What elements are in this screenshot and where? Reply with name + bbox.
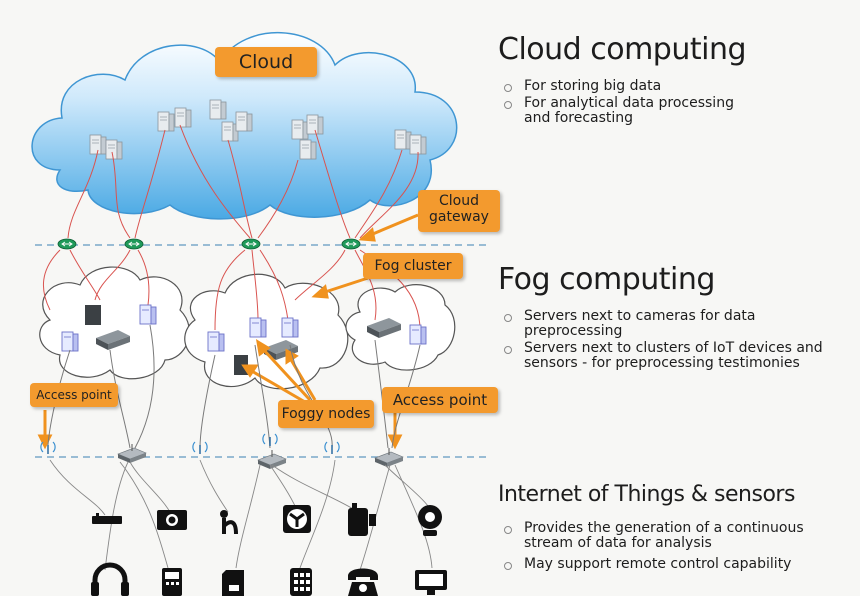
fog-computing-section: Fog computing Servers next to cameras fo… — [498, 262, 838, 373]
device-icon — [348, 503, 376, 536]
router-icon — [92, 513, 122, 524]
cloud-computing-list: For storing big data For analytical data… — [498, 79, 828, 126]
fan-icon — [283, 505, 311, 533]
headphones-icon — [91, 562, 129, 596]
camera-icon — [157, 510, 187, 530]
wifi-tower-icon — [40, 433, 340, 455]
access-point-left-label: Access point — [30, 383, 118, 407]
keypad-icon — [290, 568, 312, 596]
monitor-icon — [415, 570, 447, 595]
router-icon — [57, 238, 361, 250]
cloud-gateway-text: Cloud gateway — [429, 193, 489, 226]
foggy-nodes-label: Foggy nodes — [278, 400, 374, 428]
list-item: Servers next to cameras for data preproc… — [498, 309, 814, 339]
list-item: May support remote control capability — [498, 557, 853, 572]
cloud-label: Cloud — [215, 47, 317, 77]
access-point-right-label: Access point — [382, 387, 498, 413]
iot-section: Internet of Things & sensors Provides th… — [498, 482, 853, 574]
webcam-icon — [418, 505, 442, 536]
list-item: For analytical data processing and forec… — [498, 96, 754, 126]
sd-card-icon — [222, 570, 244, 596]
phone-icon — [162, 568, 182, 596]
fog-cluster-label: Fog cluster — [363, 253, 463, 279]
cloud-computing-title: Cloud computing — [498, 32, 747, 67]
list-item: Provides the generation of a continuous … — [498, 521, 854, 551]
cloud-links — [67, 124, 419, 239]
iot-title: Internet of Things & sensors — [498, 482, 795, 507]
list-item: Servers next to clusters of IoT devices … — [498, 341, 844, 371]
network-diagram — [31, 31, 490, 596]
iot-list: Provides the generation of a continuous … — [498, 521, 853, 572]
cloud-gateway-label: Cloud gateway — [418, 190, 500, 232]
fog-cloud-left — [39, 266, 190, 380]
cloud-computing-section: Cloud computing For storing big data For… — [498, 32, 828, 128]
sensor-icon — [220, 510, 238, 535]
list-item: For storing big data — [498, 79, 828, 94]
fog-computing-title: Fog computing — [498, 262, 715, 297]
fog-computing-list: Servers next to cameras for data preproc… — [498, 309, 838, 371]
telephone-icon — [348, 568, 378, 596]
